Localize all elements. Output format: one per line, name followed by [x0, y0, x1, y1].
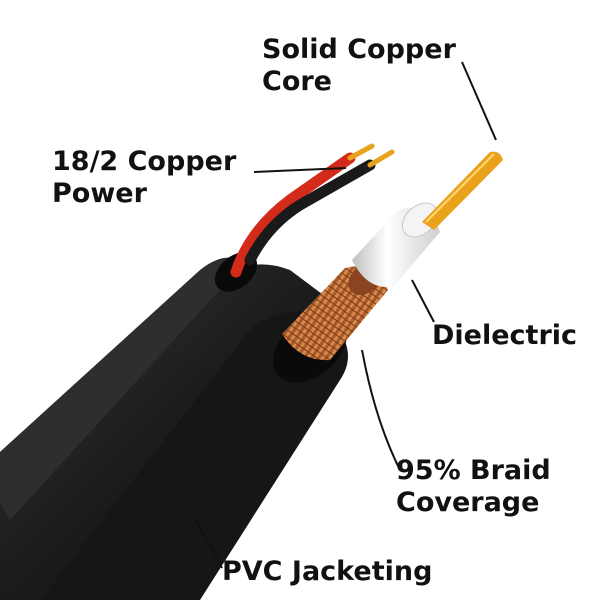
label-solid-copper-core: Solid Copper Core	[262, 34, 456, 98]
leader-braid	[361, 349, 401, 471]
leader-dielectric	[411, 279, 435, 323]
leader-lines	[195, 61, 497, 569]
label-pvc-jacketing: PVC Jacketing	[222, 556, 432, 588]
label-braid-coverage: 95% Braid Coverage	[396, 455, 551, 519]
label-copper-power: 18/2 Copper Power	[52, 146, 236, 210]
power-wires	[230, 143, 395, 278]
label-line: Solid Copper	[262, 34, 456, 65]
label-line: Power	[52, 178, 147, 209]
label-line: PVC Jacketing	[222, 556, 433, 587]
label-line: 95% Braid	[396, 455, 551, 486]
label-line: Coverage	[396, 487, 540, 518]
label-line: Core	[262, 66, 332, 97]
dielectric-insulator	[352, 202, 440, 287]
label-line: Dielectric	[432, 320, 578, 351]
leader-pvc	[195, 519, 223, 569]
pvc-jacket	[0, 252, 348, 600]
copper-core	[422, 151, 503, 230]
leader-core	[461, 61, 497, 141]
label-line: 18/2 Copper	[52, 146, 237, 177]
leader-power	[253, 167, 347, 173]
label-dielectric: Dielectric	[432, 320, 577, 352]
